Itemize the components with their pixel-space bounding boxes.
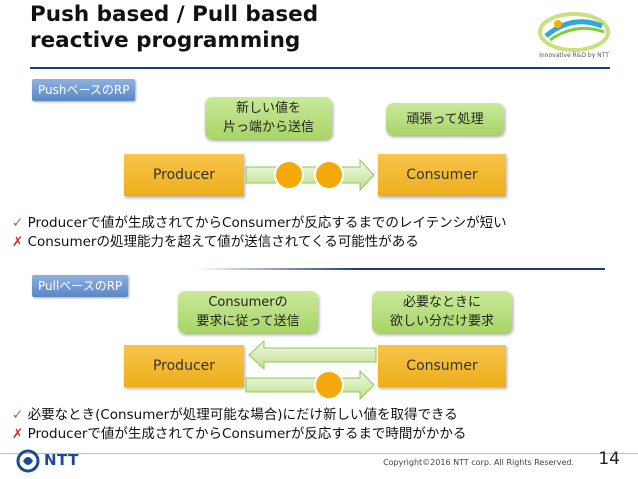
value-dot-icon — [314, 160, 344, 190]
cross-icon: ✗ — [12, 234, 24, 250]
value-dot-icon — [314, 370, 344, 400]
bubble-line: 新しい値を — [235, 101, 301, 116]
title-line-2: reactive programming — [30, 28, 301, 53]
cross-icon: ✗ — [12, 426, 24, 442]
pull-consumer-box: Consumer — [378, 345, 506, 387]
bubble-line: 必要なときに — [402, 295, 481, 310]
logo-caption: Innovative R&D by NTT — [539, 52, 609, 59]
section-divider — [195, 268, 605, 270]
bubble-line: Consumerの — [208, 295, 288, 310]
pull-request-arrow-left-icon — [248, 340, 377, 370]
push-consumer-box: Consumer — [378, 154, 506, 196]
ntt-wordmark: NTT — [44, 451, 79, 469]
footer-divider — [0, 453, 638, 454]
push-producer-bubble: 新しい値を 片っ端から送信 — [205, 97, 332, 139]
bubble-line: 要求に従って送信 — [196, 314, 300, 329]
pull-producer-bubble: Consumerの 要求に従って送信 — [178, 291, 318, 333]
pull-producer-box: Producer — [124, 345, 244, 387]
bubble-line: 片っ端から送信 — [222, 120, 314, 135]
bubble-line: 欲しい分だけ要求 — [389, 314, 494, 329]
push-con-note: ✗ Consumerの処理能力を超えて値が送信されてくる可能性がある — [12, 233, 419, 251]
push-pro-text: Producerで値が生成されてからConsumerが反応するまでのレイテンシが… — [27, 215, 507, 231]
push-arrow-right-icon — [245, 158, 375, 192]
pull-section-tag: PullベースのRP — [32, 275, 129, 297]
title-line-1: Push based / Pull based — [30, 2, 319, 27]
pull-con-note: ✗ Producerで値が生成されてからConsumerが反応するまで時間がかか… — [12, 425, 466, 443]
push-section-tag: PushベースのRP — [32, 79, 136, 101]
pull-con-text: Producerで値が生成されてからConsumerが反応するまで時間がかかる — [27, 426, 467, 442]
push-pro-note: ✓ Producerで値が生成されてからConsumerが反応するまでのレイテン… — [12, 214, 507, 232]
pull-consumer-bubble: 必要なときに 欲しい分だけ要求 — [372, 291, 512, 333]
page-number: 14 — [598, 449, 620, 469]
title-divider — [30, 67, 610, 69]
ntt-logo-icon — [16, 449, 40, 473]
check-icon: ✓ — [12, 407, 24, 423]
value-dot-icon — [274, 160, 304, 190]
push-consumer-bubble: 頑張って処理 — [386, 103, 504, 135]
pull-value-arrow-right-icon — [245, 369, 375, 401]
logo-swirl-icon — [538, 12, 610, 52]
pull-pro-note: ✓ 必要なとき(Consumerが処理可能な場合)にだけ新しい値を取得できる — [12, 406, 458, 424]
push-producer-box: Producer — [124, 154, 244, 196]
copyright-text: Copyright©2016 NTT corp. All Rights Rese… — [383, 458, 574, 467]
push-con-text: Consumerの処理能力を超えて値が送信されてくる可能性がある — [27, 234, 419, 250]
company-logo: Innovative R&D by NTT — [532, 10, 616, 66]
bubble-line: 頑張って処理 — [406, 111, 484, 127]
check-icon: ✓ — [12, 215, 24, 231]
pull-pro-text: 必要なとき(Consumerが処理可能な場合)にだけ新しい値を取得できる — [27, 407, 458, 423]
slide-title: Push based / Pull based reactive program… — [30, 2, 318, 54]
